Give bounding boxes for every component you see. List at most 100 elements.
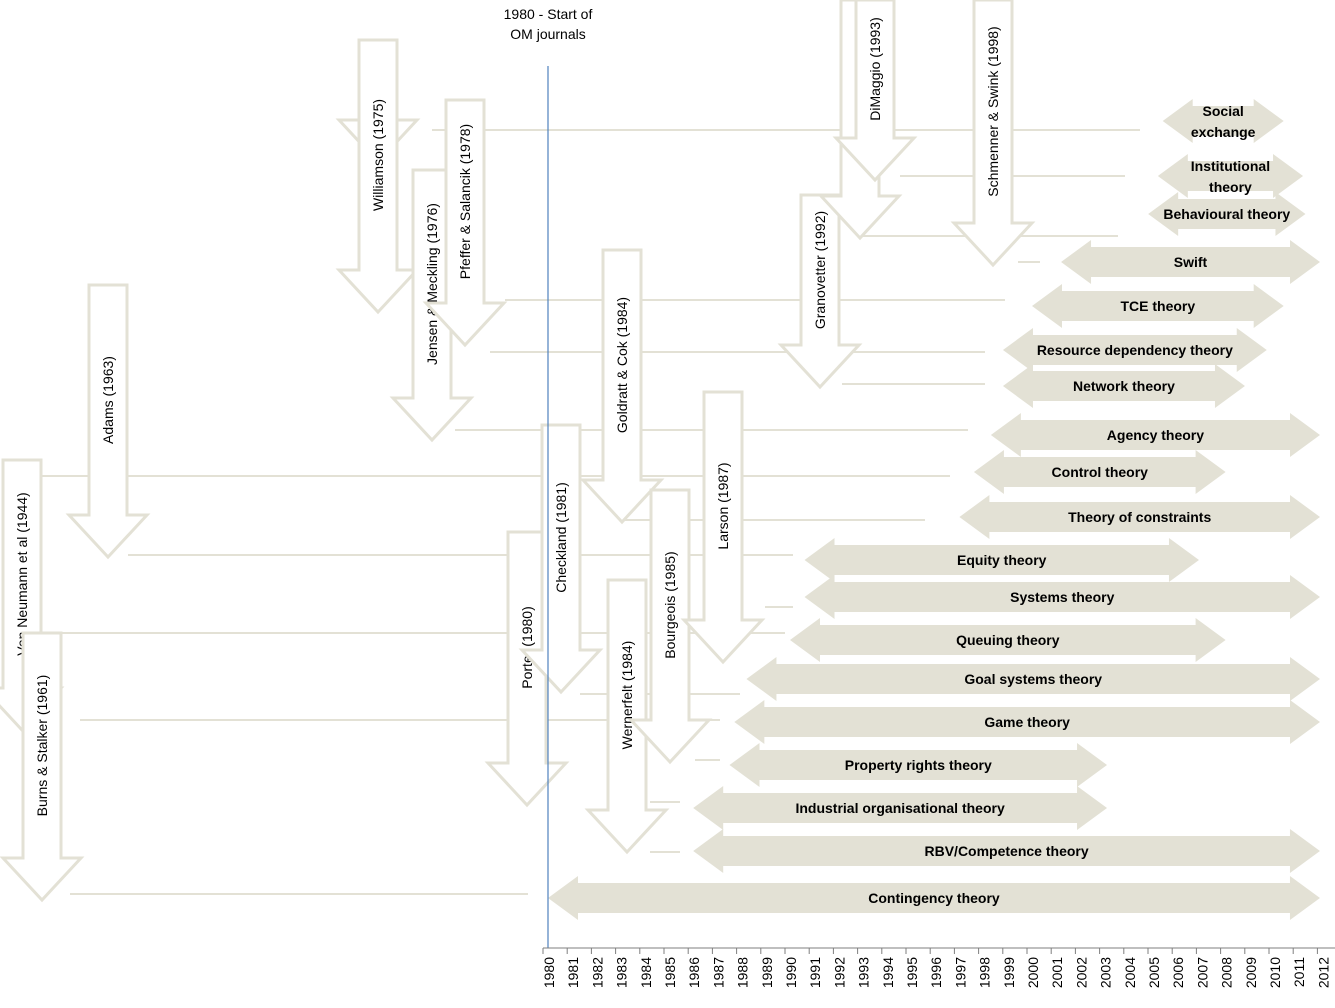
axis-year-label: 1998 xyxy=(977,957,993,988)
theory-label-line: Swift xyxy=(1174,254,1208,270)
axis-year-label: 1991 xyxy=(807,957,823,988)
publication-arrow-dimaggio-1993 xyxy=(832,0,918,183)
axis-year-label: 1985 xyxy=(662,957,678,988)
theory-arrow-goal-systems-theory xyxy=(746,657,1320,701)
publication-label-line: Bourgeois (1985) xyxy=(662,551,678,658)
theory-arrow-resource-dependency-theory xyxy=(1002,328,1267,372)
axis-year-label: 1999 xyxy=(1001,957,1017,988)
axis-year-label: 2006 xyxy=(1170,957,1186,988)
axis-year-label: 1992 xyxy=(831,957,847,988)
theory-label-line: Industrial organisational theory xyxy=(795,800,1004,816)
theory-label-line: exchange xyxy=(1191,124,1256,140)
theory-label-line: Resource dependency theory xyxy=(1037,342,1233,358)
publication-label-line: Burns & Stalker (1961) xyxy=(34,675,50,817)
theory-label-line: Theory of constraints xyxy=(1068,509,1211,525)
theory-arrow-behavioural-theory xyxy=(1148,192,1306,236)
publication-label-porter-1980: Porter (1980) xyxy=(519,606,535,688)
theory-arrow-tce-theory xyxy=(1032,284,1284,328)
theory-arrow-game-theory xyxy=(734,700,1320,744)
publication-arrow-pfeffer-salancik-1978 xyxy=(422,98,508,348)
publication-label-burns-stalker-1961: Burns & Stalker (1961) xyxy=(34,675,50,817)
theory-label-goal-systems-theory: Goal systems theory xyxy=(964,671,1102,687)
axis-year-label: 2005 xyxy=(1146,957,1162,988)
publication-arrows: Von Neumann et al (1944) Burns & Stalker … xyxy=(0,0,1036,903)
theory-arrow-control-theory xyxy=(973,450,1226,494)
axis-year-label: 2000 xyxy=(1025,957,1041,988)
axis-year-label: 2008 xyxy=(1219,957,1235,988)
publication-label-granovetter-1992: Granovetter (1992) xyxy=(812,211,828,329)
theory-label-line: Goal systems theory xyxy=(964,671,1102,687)
publication-label-williamson-1975: Williamson (1975) xyxy=(370,99,386,211)
axis-year-label: 2001 xyxy=(1049,957,1065,988)
theory-label-line: Social xyxy=(1203,103,1244,119)
theory-arrow-institutional-theory xyxy=(1157,154,1304,198)
axis-year-label: 1994 xyxy=(880,957,896,988)
theory-label-industrial-organisational-theory: Industrial organisational theory xyxy=(795,800,1004,816)
om-note-line-1: 1980 - Start of xyxy=(504,6,593,22)
publication-label-line: Jensen & Meckling (1976) xyxy=(424,203,440,365)
theory-label-line: Network theory xyxy=(1073,378,1175,394)
theory-label-agency-theory: Agency theory xyxy=(1107,427,1204,443)
publication-arrow-wernerfelt-1984 xyxy=(584,578,670,855)
publication-label-checkland-1981: Checkland (1981) xyxy=(553,482,569,593)
theory-arrow-swift xyxy=(1061,240,1320,284)
theory-label-line: Agency theory xyxy=(1107,427,1204,443)
publication-arrow-granovetter-1992 xyxy=(777,193,863,390)
theory-label-swift: Swift xyxy=(1174,254,1208,270)
publication-label-goldratt-cok-1984: Goldratt & Cok (1984) xyxy=(614,297,630,433)
publication-label-schmenner-swink-1998: Schmenner & Swink (1998) xyxy=(985,26,1001,196)
publication-label-line: DiMaggio (1993) xyxy=(867,17,883,121)
publication-arrow-burns-stalker-1961 xyxy=(0,631,85,903)
publication-label-line: Larson (1987) xyxy=(715,462,731,549)
publication-label-wernerfelt-1984: Wernerfelt (1984) xyxy=(619,641,635,750)
theory-label-tce-theory: TCE theory xyxy=(1120,298,1195,314)
axis-year-label: 1987 xyxy=(710,957,726,988)
publication-label-line: Porter (1980) xyxy=(519,606,535,688)
theory-arrow-rbv-competence-theory xyxy=(693,829,1320,873)
publication-arrow-larson-1987 xyxy=(680,390,766,665)
theory-arrow-property-rights-theory xyxy=(729,743,1108,787)
theory-label-contingency-theory: Contingency theory xyxy=(868,890,1000,906)
theory-label-control-theory: Control theory xyxy=(1052,464,1149,480)
theory-arrow-systems-theory xyxy=(804,575,1320,619)
axis-year-label: 2002 xyxy=(1073,957,1089,988)
theory-label-systems-theory: Systems theory xyxy=(1010,589,1114,605)
theory-arrow-industrial-organisational-theory xyxy=(693,786,1108,830)
theory-label-resource-dependency-theory: Resource dependency theory xyxy=(1037,342,1233,358)
theory-label-behavioural-theory: Behavioural theory xyxy=(1163,206,1290,222)
publication-label-line: Granovetter (1992) xyxy=(812,211,828,329)
theory-label-line: Contingency theory xyxy=(868,890,1000,906)
publication-label-bourgeois-1985: Bourgeois (1985) xyxy=(662,551,678,658)
theory-arrow-queuing-theory xyxy=(790,618,1226,662)
axis-year-label: 1988 xyxy=(735,957,751,988)
publication-arrow-checkland-1981 xyxy=(518,423,604,695)
axis-year-label: 1995 xyxy=(904,957,920,988)
publication-label-line: Pfeffer & Salancik (1978) xyxy=(457,124,473,279)
axis-year-label: 1993 xyxy=(856,957,872,988)
publication-label-line: Williamson (1975) xyxy=(370,99,386,211)
theory-label-line: RBV/Competence theory xyxy=(925,843,1089,859)
theory-label-network-theory: Network theory xyxy=(1073,378,1175,394)
theory-arrow-equity-theory xyxy=(804,538,1199,582)
publication-arrow-adams-1963 xyxy=(65,283,151,560)
axis-year-label: 2007 xyxy=(1194,957,1210,988)
publication-label-von-neumann-et-al-1944: Von Neumann et al (1944) xyxy=(14,492,30,655)
theory-label-line: Equity theory xyxy=(957,552,1047,568)
axis-year-label: 2011 xyxy=(1291,957,1307,987)
axis-year-label: 2012 xyxy=(1315,957,1331,988)
theory-label-theory-of-constraints: Theory of constraints xyxy=(1068,509,1211,525)
axis-year-label: 1984 xyxy=(638,957,654,988)
publication-label-adams-1963: Adams (1963) xyxy=(100,356,116,444)
theory-label-game-theory: Game theory xyxy=(984,714,1070,730)
publication-label-line: Wernerfelt (1984) xyxy=(619,641,635,750)
theory-label-property-rights-theory: Property rights theory xyxy=(845,757,992,773)
theory-label-social-exchange: Social exchange xyxy=(1191,103,1256,140)
axis-year-label: 2003 xyxy=(1098,957,1114,988)
theory-label-line: theory xyxy=(1209,179,1252,195)
axis-year-label: 1996 xyxy=(928,957,944,988)
axis-year-label: 2010 xyxy=(1267,957,1283,988)
